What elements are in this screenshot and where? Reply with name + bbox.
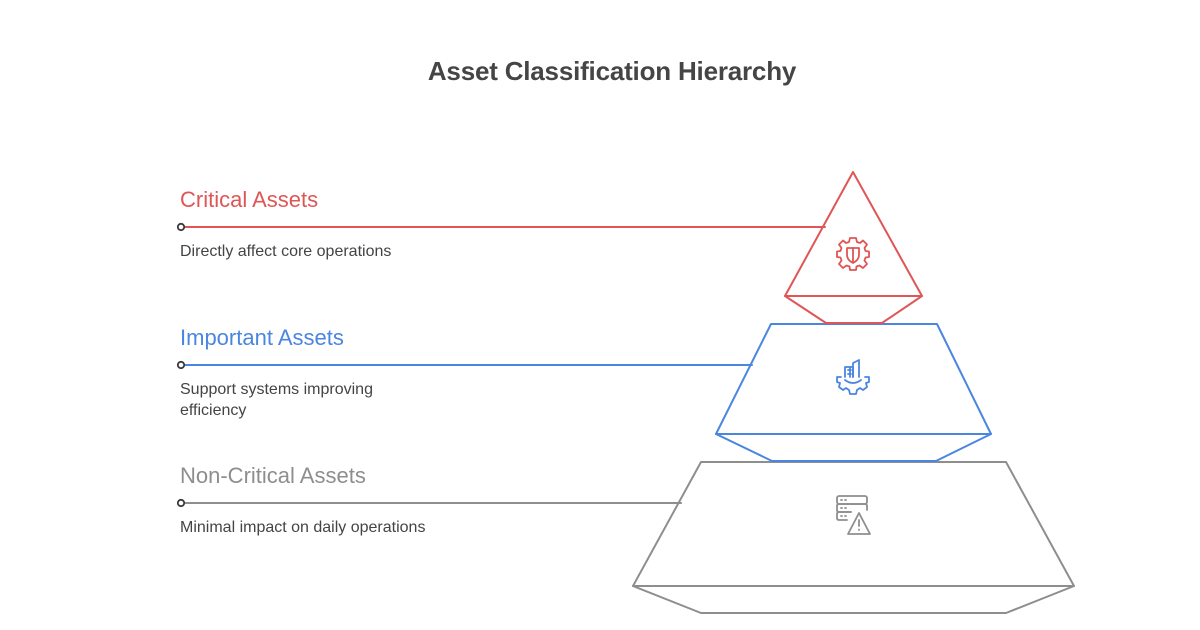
level-description-important: Support systems improving efficiency [180,381,373,419]
level-label-critical: Critical Assets [180,187,319,212]
gear-shield-icon [836,237,870,271]
level-label-non-critical: Non-Critical Assets [180,463,366,488]
page-title: Asset Classification Hierarchy [427,56,797,86]
pyramid-tier-important [183,323,992,462]
connector-dot-important [176,360,186,370]
connector-dot-non-critical [176,498,186,508]
connector-dot-critical [176,222,186,232]
level-description-critical: Directly affect core operations [180,243,392,260]
level-label-important: Important Assets [180,325,344,350]
pyramid-tier-critical [183,171,923,324]
server-warning-icon [836,495,871,535]
gear-building-icon [836,359,870,395]
level-description-non-critical: Minimal impact on daily operations [180,519,426,536]
